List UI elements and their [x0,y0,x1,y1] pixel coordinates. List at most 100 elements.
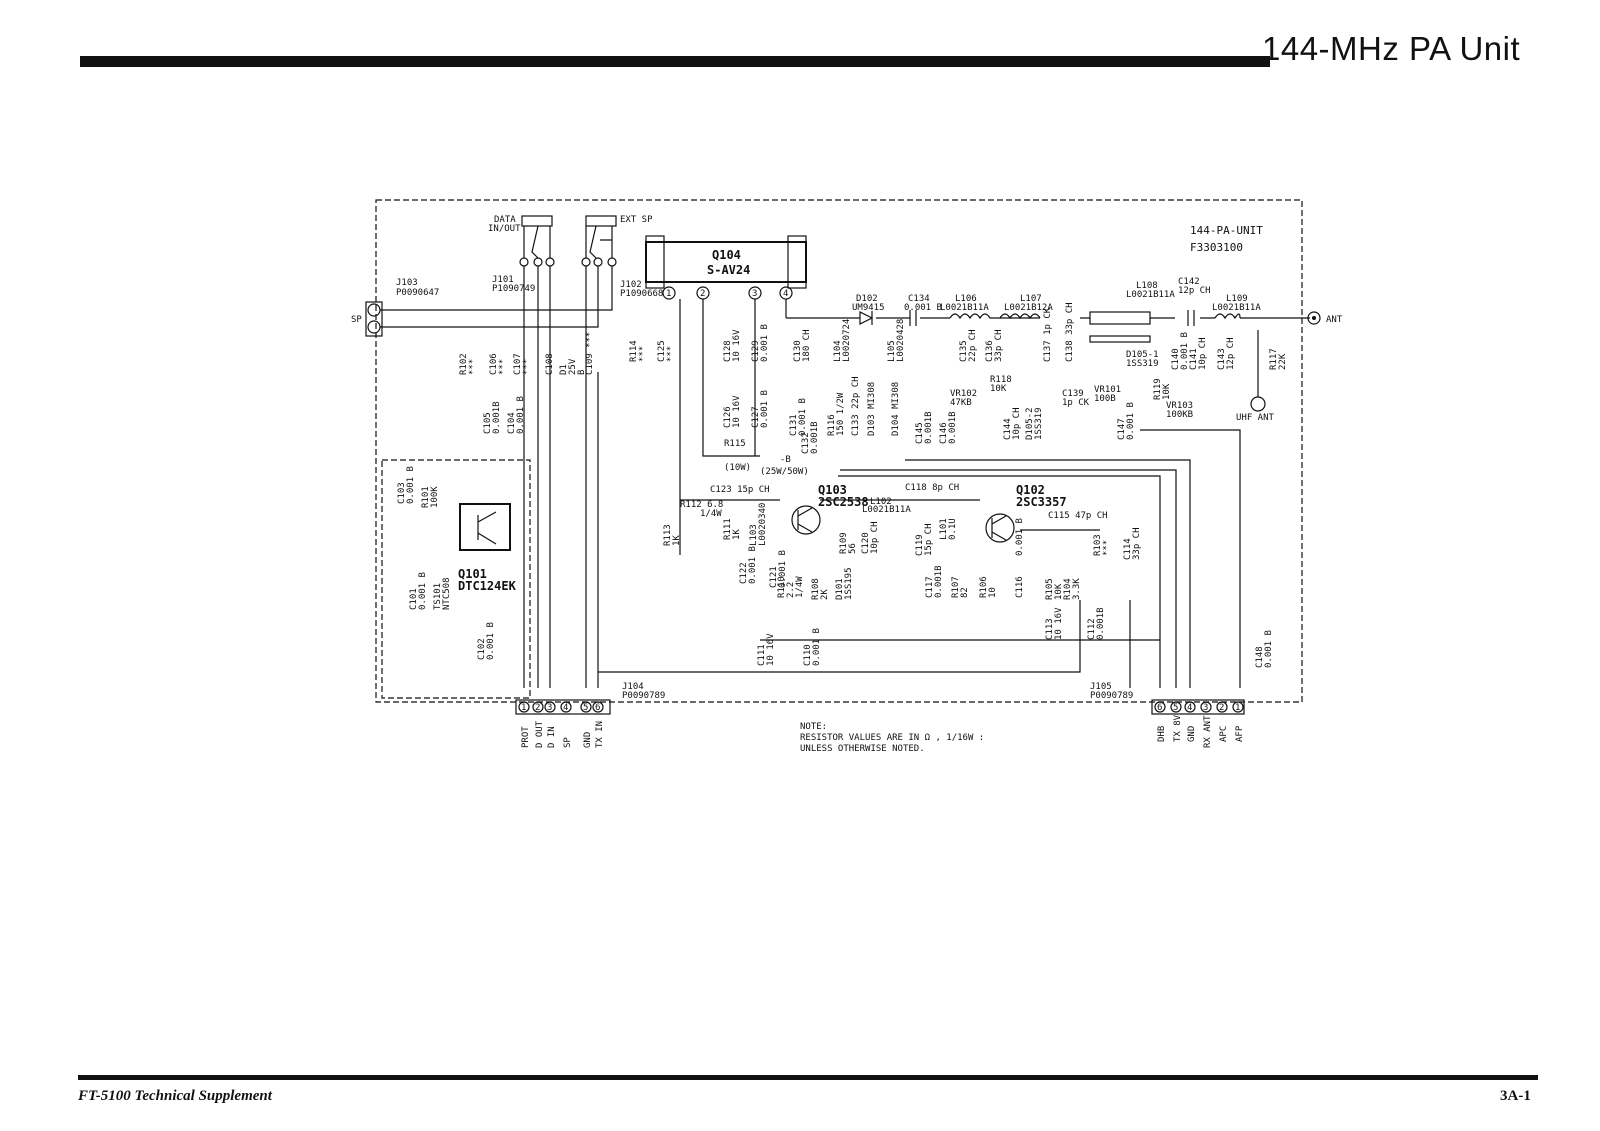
svg-text:C123 15p CH: C123 15p CH [710,485,770,495]
part-label-c110: C1100.001 B [803,628,822,666]
part-label-r101: R101100K [421,486,440,508]
svg-text:L0021B11A: L0021B11A [940,303,989,313]
part-label-c145: C1450.001B [915,411,934,444]
part-label-c144: C14410p CH [1003,407,1022,440]
svg-text:D105-1: D105-1 [1126,350,1159,360]
part-label-r116: R116150 1/2W [827,392,846,436]
svg-text:10K: 10K [990,384,1007,394]
part-label-c116: C116 [1015,576,1025,598]
svg-text:0.001 B: 0.001 B [904,303,942,313]
svg-text:VR103: VR103 [1166,401,1193,411]
svg-text:-B: -B [780,455,791,465]
svg-text:Q103: Q103 [818,483,847,497]
svg-text:DATA: DATA [494,215,516,225]
svg-text:L106: L106 [955,294,977,304]
svg-text:1p CK: 1p CK [1062,398,1090,408]
svg-text:F3303100: F3303100 [1190,241,1243,254]
header-rule [80,56,1270,67]
part-label-c111: C11110 16V [757,633,776,666]
svg-text:2: 2 [535,703,540,713]
svg-text:Q101: Q101 [458,567,487,581]
part-label-r108: R1082K [811,578,830,600]
resistor-note: NOTE: RESISTOR VALUES ARE IN Ω , 1/16W :… [800,722,984,754]
svg-text:12p CH: 12p CH [1178,286,1211,296]
part-label-c117: C1170.001B [925,565,944,598]
sp-rail-top [380,266,613,311]
j104-bus-lines [523,266,599,688]
part-label-c114: C11433p CH [1123,527,1142,560]
ant-connector[interactable]: ANT [1307,311,1343,325]
j104-terminal: J104 P0090789 1 2 3 4 5 6 [515,682,665,715]
part-label-r102: R102*** [459,353,478,375]
part-label-d105-2: D105-21SS319 [1025,407,1044,440]
svg-text:GND: GND [1187,726,1197,742]
footer-page-number: 3A-1 [1500,1088,1531,1104]
svg-text:1: 1 [1235,703,1240,713]
svg-text:4: 4 [563,703,568,713]
svg-text:D OUT: D OUT [535,720,545,748]
part-label-c112: C1120.001B [1087,607,1106,640]
j105-terminal: J105 P0090789 6 5 4 3 2 1 [1090,682,1245,715]
part-label-c126: C12610 16V [723,395,742,428]
part-label-c140: C1400.001 B [1171,332,1190,370]
uhf-ant-connector[interactable]: UHF ANT [1236,330,1275,423]
part-label-r111: R1111K [723,518,742,540]
part-label-l103: L103L0020340 [749,503,768,546]
q104-pins: 1 2 3 4 [662,286,793,300]
part-label-c143: C14312p CH [1217,337,1236,370]
part-label-d101: D1011SS195 [835,567,854,600]
j105-bus-lines [838,429,1241,688]
sp-rail-bottom [380,266,599,328]
part-label-c133: C133 22p CH [851,376,861,436]
svg-text:1: 1 [521,703,526,713]
svg-text:L0021B11A: L0021B11A [862,505,911,515]
part-label-r106: R10610 [979,576,998,598]
part-label-c101: C1010.001 B [409,572,428,610]
svg-text:R115: R115 [724,439,746,449]
svg-text:2: 2 [1219,703,1224,713]
part-label-d103: D103 MI308 [867,382,877,436]
svg-text:C139: C139 [1062,389,1084,399]
uhf-ant-label: UHF ANT [1236,413,1275,423]
svg-text:D102: D102 [856,294,878,304]
svg-text:EXT SP: EXT SP [620,215,653,225]
part-label-c107: C107*** [513,353,532,375]
svg-text:PROT: PROT [521,726,531,748]
svg-text:100KB: 100KB [1166,410,1193,420]
part-label-r119: R11910K [1153,378,1172,400]
part-label-c147: C1470.001 B [1117,402,1136,440]
part-label-c138: C138 33p CH [1065,302,1075,362]
part-label-c116b: 0.001 B [1015,518,1025,556]
svg-text:P1090749: P1090749 [492,284,535,294]
svg-text:SP: SP [563,737,573,748]
part-label-r103: R103*** [1093,534,1112,556]
part-label-l101: L1010.1U [939,518,958,540]
part-label-c103: C1030.001 B [397,466,416,504]
svg-text:L107: L107 [1020,294,1042,304]
part-label-l105: L105L0020428 [887,319,906,362]
part-label-c146: C1460.001B [939,411,958,444]
part-label-c130: C130180 CH [793,329,812,362]
part-label-c129: C1290.001 B [751,324,770,362]
part-label-r109: R10956 [839,532,858,554]
footer-rule [78,1075,1538,1080]
svg-text:4: 4 [1187,703,1192,713]
svg-text:6: 6 [1157,703,1162,713]
svg-text:C118 8p CH: C118 8p CH [905,483,959,493]
q104-module: Q104 S-AV24 [645,235,807,289]
q101-subblock-outline [381,459,531,699]
svg-text:144-PA-UNIT: 144-PA-UNIT [1190,224,1263,237]
svg-text:DTC124EK: DTC124EK [458,579,517,593]
svg-text:L0021B11A: L0021B11A [1126,290,1175,300]
part-label-r113: R1131K [663,524,682,546]
svg-text:P0090647: P0090647 [396,288,439,298]
part-label-c135: C13522p CH [959,329,978,362]
svg-text:3: 3 [752,289,757,299]
svg-text:IN/OUT: IN/OUT [488,224,521,234]
